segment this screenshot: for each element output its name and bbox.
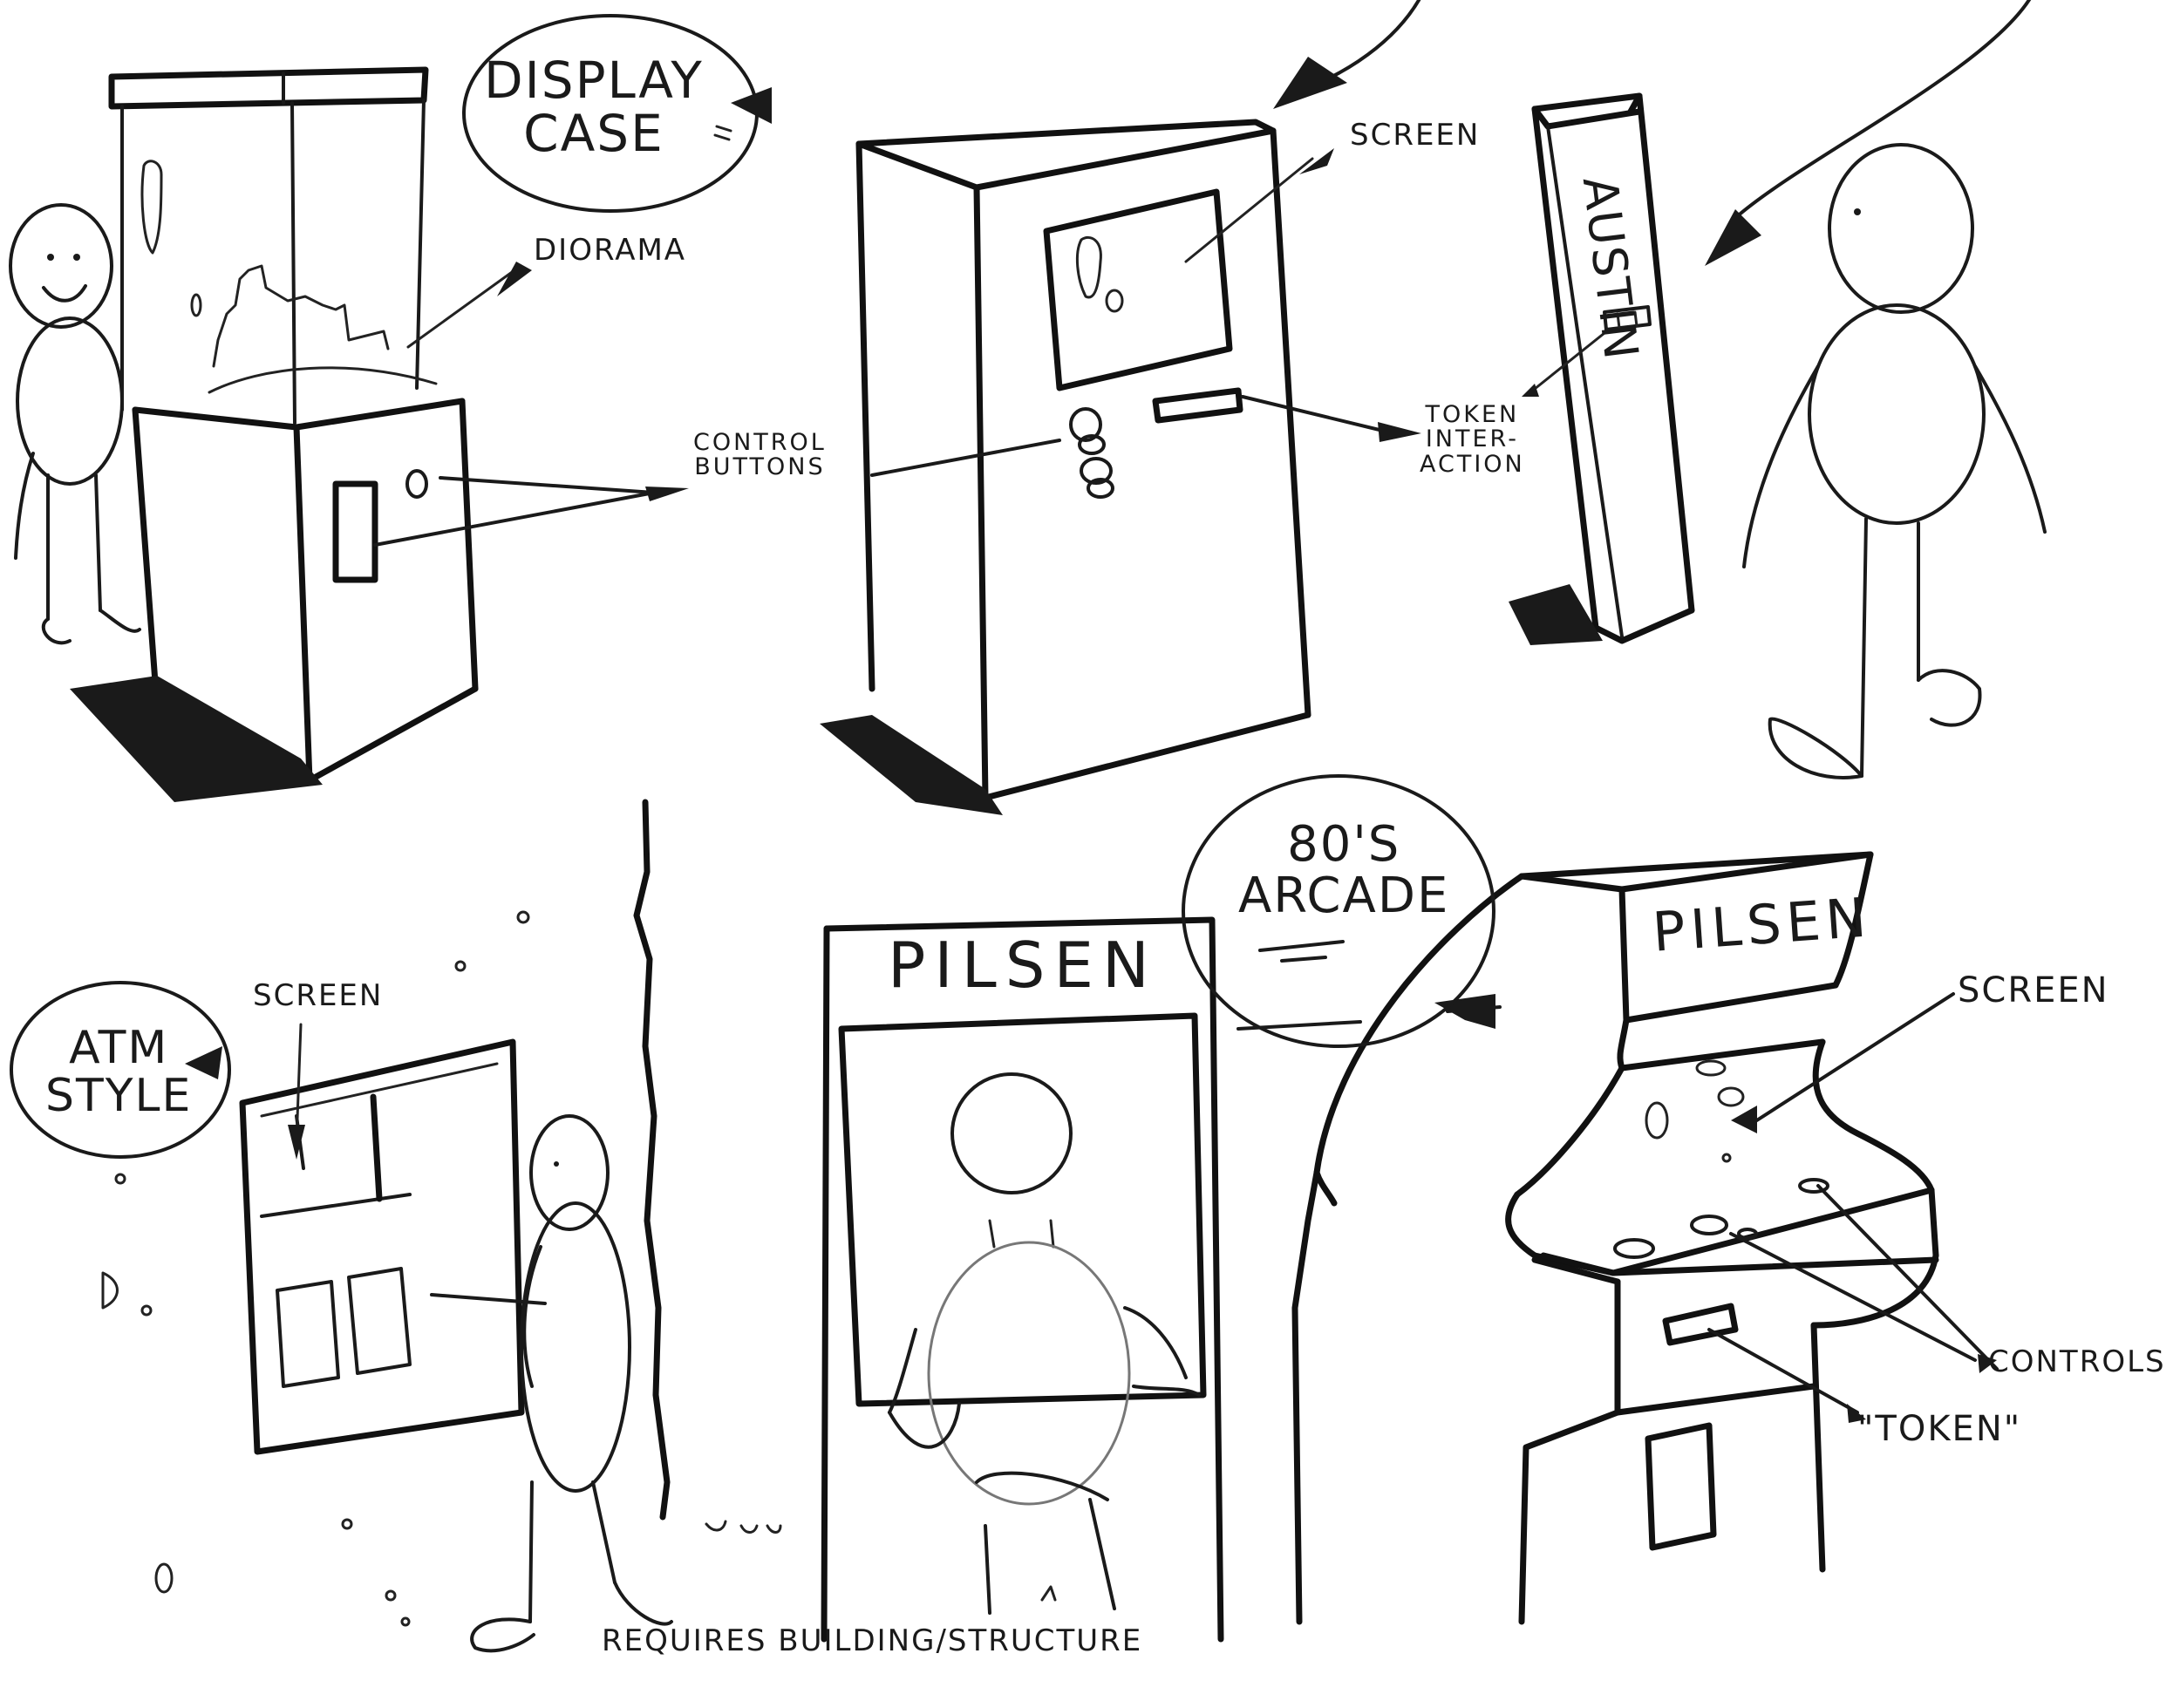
person-large <box>1742 143 2047 779</box>
display-case-drawing <box>70 66 479 802</box>
arcade-drawing <box>1236 851 1939 1625</box>
label-requires-building: REQUIRES BUILDING/STRUCTURE <box>602 1623 1143 1658</box>
label-pilsen-arcade: PILSEN <box>1650 885 1874 964</box>
label-pilsen-wall: PILSEN <box>888 929 1158 1002</box>
label-control-buttons: CONTROL BUTTONS <box>693 429 827 481</box>
label-atm-style: ATM STYLE <box>45 1022 193 1122</box>
kiosk-drawing <box>820 0 1421 815</box>
label-screen-kiosk: SCREEN <box>1350 118 1481 153</box>
person-smiling <box>9 203 141 645</box>
label-token-arcade: "TOKEN" <box>1857 1409 2022 1449</box>
person-at-atm <box>430 1114 673 1653</box>
austin-pylon-drawing <box>1509 0 2032 645</box>
label-token-interaction: TOKEN INTER- ACTION <box>1420 401 1525 478</box>
label-controls: CONTROLS <box>1988 1344 2166 1379</box>
leader-lines <box>10 14 1999 1423</box>
label-display-case: DISPLAY CASE <box>484 51 704 163</box>
label-eighties-arcade: 80's ARCADE <box>1238 816 1450 924</box>
label-screen-atm: SCREEN <box>253 978 384 1013</box>
label-screen-arcade: SCREEN <box>1958 970 2109 1011</box>
label-diorama: DIORAMA <box>534 233 687 268</box>
pilsen-wall-drawing <box>821 916 1224 1643</box>
atm-drawing <box>101 799 782 1627</box>
